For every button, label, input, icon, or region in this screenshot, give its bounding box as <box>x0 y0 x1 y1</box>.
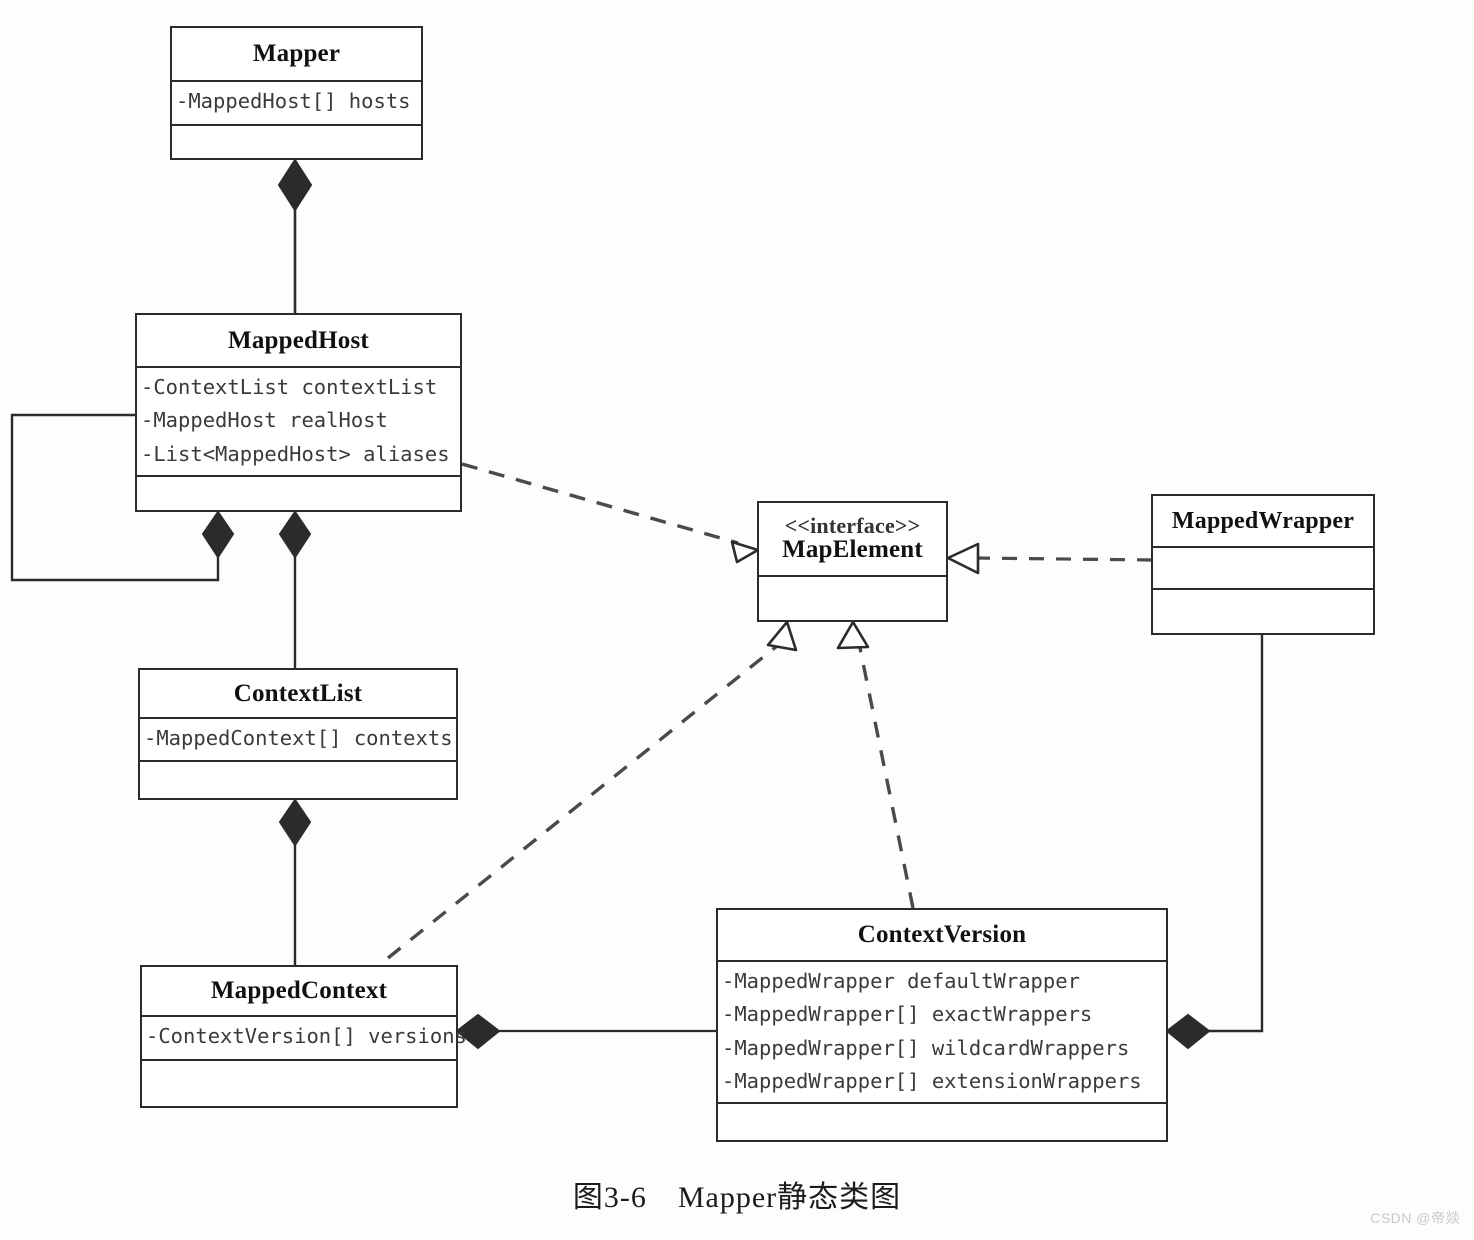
class-name-text: MappedWrapper <box>1171 507 1355 534</box>
interface-stereotype-label: <<interface>> <box>784 513 921 539</box>
class-box-mapelement[interactable]: <<interface>> MapElement <box>757 501 948 622</box>
edge-contextversion-to-mapelement-realization <box>836 620 915 909</box>
class-attributes-mapper: -MappedHost[] hosts <box>172 80 421 124</box>
class-attributes-mappedhost: -ContextList contextList -MappedHost rea… <box>137 366 460 475</box>
class-title-mapper: Mapper <box>172 28 421 80</box>
class-box-contextlist[interactable]: ContextList -MappedContext[] contexts <box>138 668 458 800</box>
class-title-mappedcontext: MappedContext <box>142 967 456 1015</box>
attribute-row: -MappedContext[] contexts <box>144 726 453 750</box>
class-name-text: Mapper <box>252 40 341 67</box>
class-box-mappedhost[interactable]: MappedHost -ContextList contextList -Map… <box>135 313 462 512</box>
edge-mappedhost-to-mapper-composition <box>277 158 313 313</box>
class-body-mapelement <box>759 575 946 624</box>
class-box-contextversion[interactable]: ContextVersion -MappedWrapper defaultWra… <box>716 908 1168 1142</box>
attribute-row: -MappedWrapper[] exactWrappers <box>722 1002 1093 1027</box>
class-title-mappedwrapper: MappedWrapper <box>1153 496 1373 546</box>
class-operations-mapper <box>172 124 421 158</box>
figure-caption: 图3-6 Mapper静态类图 <box>572 1181 902 1214</box>
edge-mappedwrapper-to-contextversion-composition <box>1165 635 1264 1050</box>
class-operations-contextlist <box>140 760 456 802</box>
attribute-row: -MappedHost realHost <box>141 408 388 433</box>
attribute-row: -ContextList contextList <box>141 375 438 399</box>
class-operations-contextversion <box>718 1102 1166 1144</box>
class-operations-mappedcontext <box>142 1059 456 1110</box>
class-name-text: MapElement <box>782 536 923 564</box>
class-box-mappedwrapper[interactable]: MappedWrapper <box>1151 494 1375 635</box>
class-name-text: MappedHost <box>228 326 369 354</box>
class-attributes-contextversion: -MappedWrapper defaultWrapper -MappedWra… <box>718 960 1166 1102</box>
class-title-contextlist: ContextList <box>140 670 456 717</box>
class-attributes-contextlist: -MappedContext[] contexts <box>140 717 456 760</box>
attribute-row: -MappedWrapper[] wildcardWrappers <box>722 1035 1130 1060</box>
attribute-row: -MappedHost[] hosts <box>176 89 411 113</box>
class-title-mapelement: <<interface>> MapElement <box>759 503 946 575</box>
edge-mappedhost-to-mapelement-realization <box>461 462 760 564</box>
class-title-contextversion: ContextVersion <box>718 910 1166 960</box>
class-title-mappedhost: MappedHost <box>137 315 460 366</box>
class-box-mappedcontext[interactable]: MappedContext -ContextVersion[] versions <box>140 965 467 1110</box>
edge-contextversion-to-mappedcontext-composition <box>455 1013 716 1050</box>
edge-contextlist-to-mappedhost-composition <box>278 510 312 668</box>
class-name-text: ContextList <box>233 679 363 707</box>
class-name-text: ContextVersion <box>857 921 1027 948</box>
class-attributes-mappedcontext: -ContextVersion[] versions <box>142 1015 467 1059</box>
attribute-row: -MappedWrapper[] extensionWrappers <box>722 1069 1142 1094</box>
edge-mappedwrapper-to-mapelement-realization <box>946 542 1153 575</box>
watermark-label: CSDN @帝燚 <box>1370 1210 1460 1226</box>
edge-mappedcontext-to-contextlist-composition <box>278 798 312 965</box>
attribute-row: -List<MappedHost> aliases <box>141 441 450 466</box>
class-attributes-mappedwrapper <box>1153 546 1373 588</box>
class-name-text: MappedContext <box>210 977 388 1004</box>
attribute-row: -MappedWrapper defaultWrapper <box>722 969 1080 993</box>
class-operations-mappedhost <box>137 475 460 514</box>
class-box-mapper[interactable]: Mapper -MappedHost[] hosts <box>170 26 423 160</box>
attribute-row: -ContextVersion[] versions <box>146 1024 467 1048</box>
class-operations-mappedwrapper <box>1153 588 1373 635</box>
